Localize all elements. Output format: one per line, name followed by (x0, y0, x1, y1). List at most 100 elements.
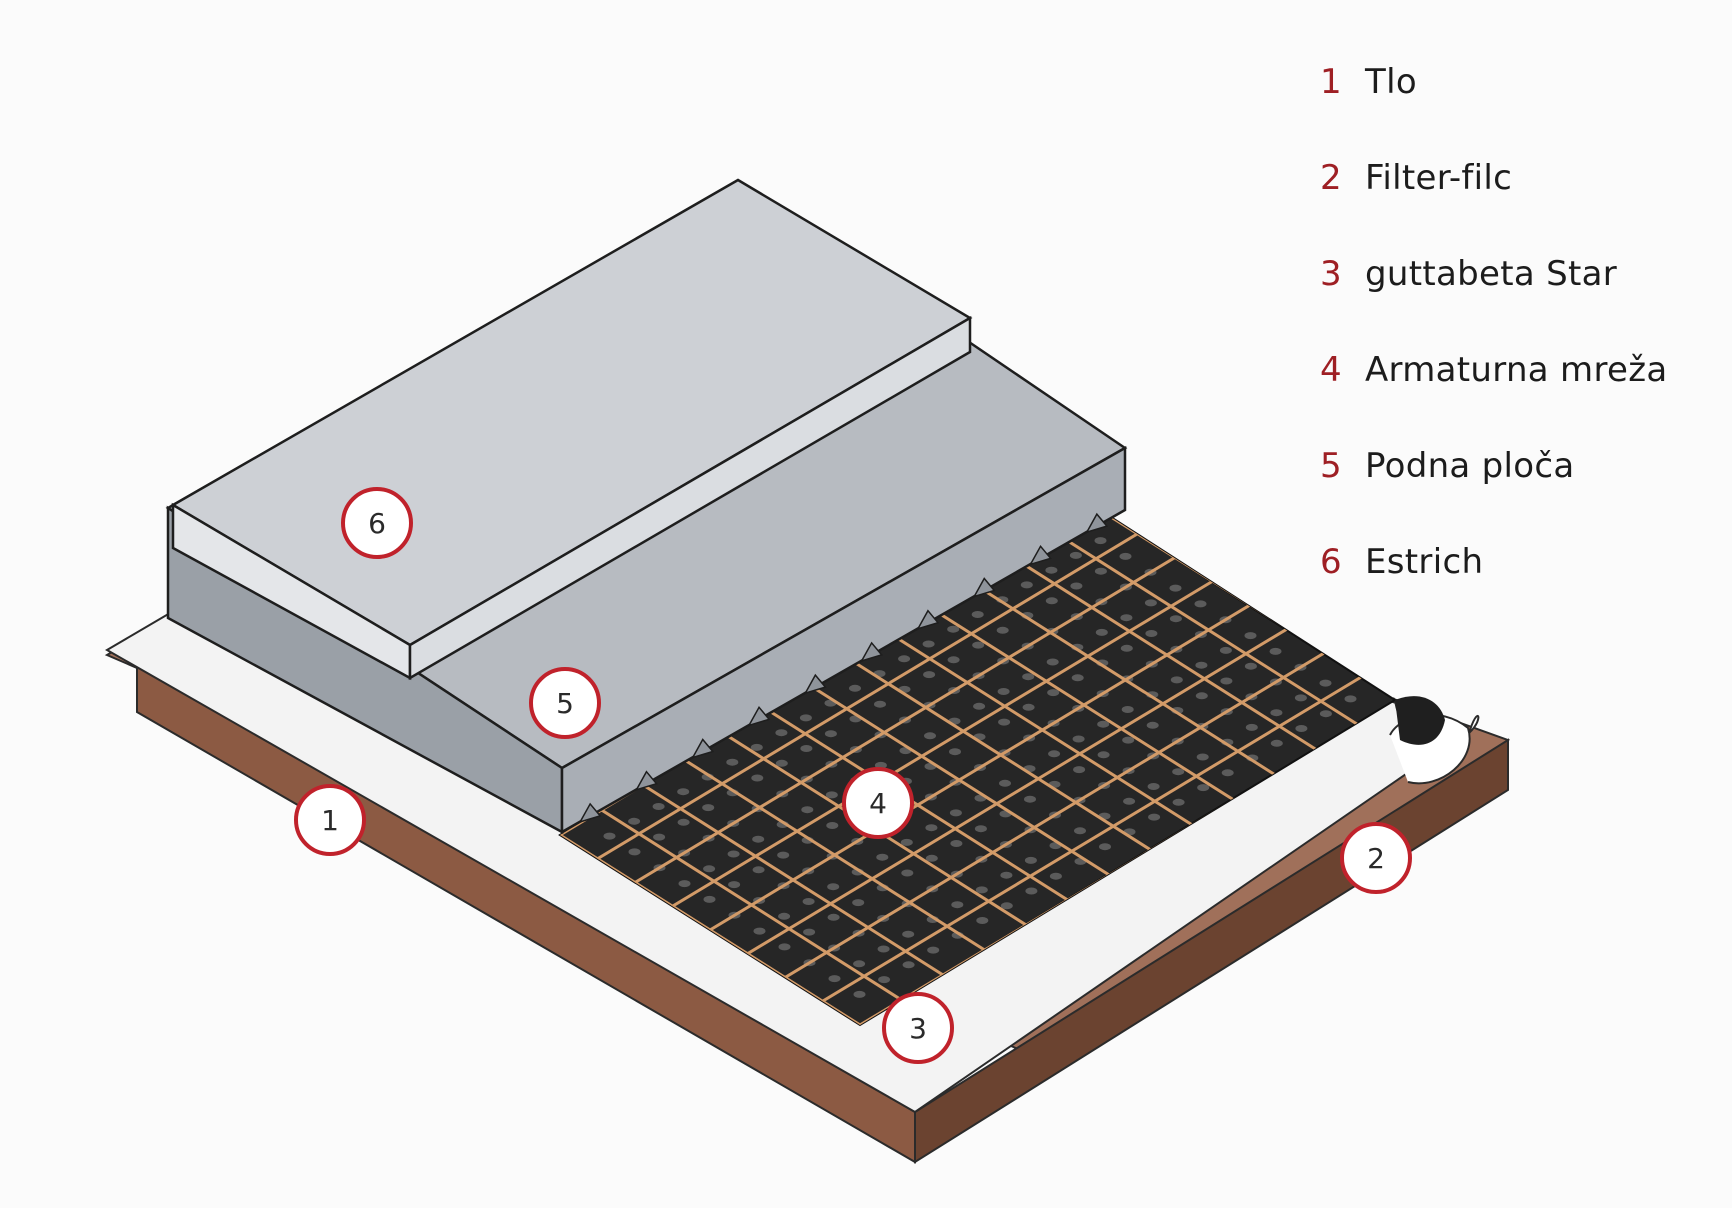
membrane-dimple (949, 809, 962, 817)
membrane-dimple (826, 822, 839, 829)
membrane-dimple (1024, 795, 1036, 803)
mesh-bar (569, 516, 1166, 877)
callout-ring (882, 992, 954, 1064)
membrane-dimple (874, 700, 886, 708)
callout-ring (294, 784, 366, 856)
membrane-dimple (972, 641, 985, 649)
membrane-dimple (876, 853, 889, 861)
callout-6: 6 (341, 487, 413, 559)
membrane-dimple (1169, 584, 1182, 592)
membrane-dimple (1146, 721, 1159, 729)
callout-label: 5 (556, 687, 574, 720)
membrane-dimple (1144, 599, 1157, 607)
membrane-dimple (1319, 679, 1332, 687)
membrane-dimple (800, 745, 813, 752)
membrane-dimple (949, 748, 961, 756)
membrane-dimple (924, 732, 936, 740)
slab-notch (634, 770, 658, 791)
callout-ring (842, 767, 914, 839)
membrane-dimple (996, 626, 1009, 634)
legend-label: Estrich (1365, 542, 1484, 582)
membrane-dimple (976, 917, 989, 924)
membrane-dimple (877, 945, 890, 953)
membrane-dimple (1221, 769, 1234, 777)
membrane-dimple (752, 866, 765, 874)
mesh-bar (719, 611, 1316, 972)
slab-notch (916, 609, 940, 630)
membrane-dimple (702, 804, 715, 812)
legend-number: 2 (1320, 158, 1342, 198)
estrich-right-face (408, 315, 972, 681)
membrane-dimple (1069, 551, 1082, 559)
membrane-dimple (1022, 673, 1035, 681)
membrane-dimple (997, 688, 1010, 695)
membrane-dimple (1071, 674, 1084, 682)
membrane-dimple (799, 714, 812, 722)
callout-1: 1 (294, 784, 366, 856)
slab-notch (972, 577, 996, 598)
membrane-dimple (973, 702, 986, 710)
membrane-dimple (1094, 567, 1107, 575)
membrane-dimple (677, 818, 690, 826)
membrane-dimple (1148, 813, 1161, 821)
membrane-dimple (801, 806, 814, 814)
membrane-dimple (628, 817, 641, 825)
membrane-dimple (975, 886, 988, 894)
membrane-dimple (999, 779, 1011, 787)
membrane-dimple (1219, 646, 1232, 654)
membrane-dimple (1244, 632, 1257, 640)
legend-item-floor-slab: 5 Podna ploča (1320, 442, 1668, 490)
slab-notch (578, 802, 602, 824)
membrane-dimple (1024, 856, 1037, 864)
slab-notch (1085, 512, 1109, 534)
membrane-dimple (775, 729, 788, 737)
legend-item-filter-felt: 2 Filter-filc (1320, 154, 1668, 202)
membrane-dimple (1245, 723, 1258, 731)
membrane-dimple (1120, 614, 1133, 622)
legend-number: 5 (1320, 446, 1342, 486)
callout-label: 3 (909, 1012, 927, 1045)
membrane-dimple (827, 913, 840, 921)
membrane-dimple (1099, 843, 1111, 851)
legend-item-mesh: 4 Armaturna mreža (1320, 346, 1668, 394)
membrane-dimple (703, 895, 716, 903)
membrane-dimple (1097, 751, 1110, 759)
membrane-dimple (849, 684, 861, 692)
membrane-dimple (751, 774, 764, 782)
legend-label: Filter-filc (1365, 158, 1513, 198)
membrane-dimple (922, 640, 935, 648)
mesh-bar (682, 587, 1278, 948)
membrane-dimple (1270, 709, 1283, 717)
membrane-dimple (974, 825, 987, 833)
membrane-dimple (1049, 872, 1062, 880)
membrane-dimple (1147, 783, 1160, 790)
membrane-dimple (925, 824, 938, 832)
membrane-dimple (652, 803, 665, 810)
callout-ring (341, 487, 413, 559)
layer-legend: 1 Tlo 2 Filter-filc 3 guttabeta Star 4 A… (1320, 58, 1668, 634)
membrane-dimple (1196, 753, 1209, 761)
membrane-dimple (825, 791, 838, 799)
membrane-dimple (828, 975, 841, 983)
mesh-bar (794, 658, 1391, 1019)
callout-label: 2 (1367, 842, 1385, 875)
membrane-dimple (1094, 537, 1107, 545)
membrane-dimple (852, 899, 865, 907)
membrane-dimple (1097, 720, 1110, 728)
membrane-dimple (628, 848, 641, 856)
membrane-dimple (677, 788, 690, 796)
slab-notch (1028, 544, 1052, 566)
callout-ring (529, 667, 601, 739)
membrane-dimple (1074, 827, 1086, 835)
membrane-dimple (778, 912, 791, 920)
membrane-dimple (1073, 766, 1086, 774)
membrane-dimple (603, 832, 616, 840)
membrane-dimple (947, 656, 960, 664)
legend-number: 6 (1320, 542, 1342, 582)
legend-item-ground: 1 Tlo (1320, 58, 1668, 106)
membrane-dimple (902, 930, 915, 938)
mesh-bar (644, 563, 1241, 924)
membrane-dimple (727, 850, 740, 858)
